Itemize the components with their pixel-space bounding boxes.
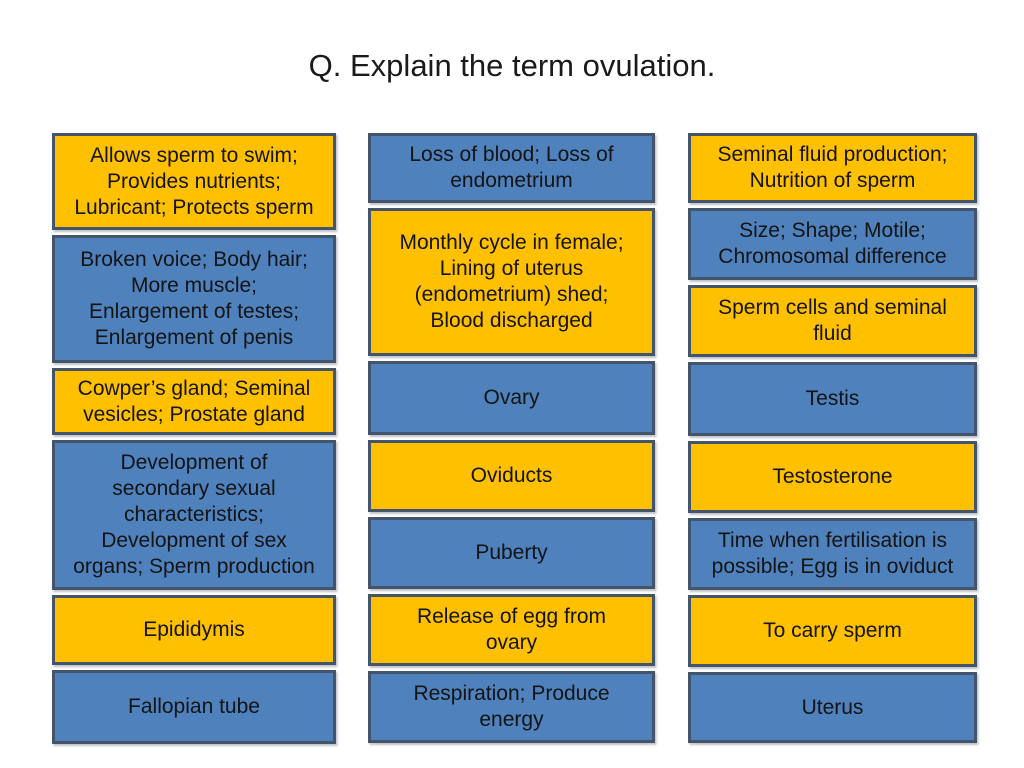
- answer-box: Time when fertilisation is possible; Egg…: [688, 518, 977, 590]
- answer-box: Puberty: [368, 517, 655, 589]
- answer-box: Loss of blood; Loss of endometrium: [368, 133, 655, 203]
- answer-box: Monthly cycle in female; Lining of uteru…: [368, 208, 655, 356]
- answer-box: Testis: [688, 362, 977, 436]
- answer-box: Cowper’s gland; Seminal vesicles; Prosta…: [52, 368, 336, 435]
- answer-box: Size; Shape; Motile; Chromosomal differe…: [688, 208, 977, 280]
- answer-box: Epididymis: [52, 595, 336, 665]
- answer-box: Allows sperm to swim; Provides nutrients…: [52, 133, 336, 230]
- answer-box: Uterus: [688, 672, 977, 743]
- answer-box: Ovary: [368, 361, 655, 435]
- answer-box: Release of egg from ovary: [368, 594, 655, 666]
- answer-column-right: Seminal fluid production; Nutrition of s…: [688, 133, 977, 743]
- answer-box: To carry sperm: [688, 595, 977, 667]
- answer-box: Development of secondary sexual characte…: [52, 440, 336, 590]
- answer-box: Sperm cells and seminal fluid: [688, 285, 977, 357]
- answer-box: Oviducts: [368, 440, 655, 512]
- answer-box: Broken voice; Body hair; More muscle; En…: [52, 235, 336, 363]
- slide-title: Q. Explain the term ovulation.: [308, 48, 716, 83]
- answer-column-left: Allows sperm to swim; Provides nutrients…: [52, 133, 336, 744]
- answer-box: Testosterone: [688, 441, 977, 513]
- answer-column-middle: Loss of blood; Loss of endometrium Month…: [368, 133, 655, 743]
- answer-box: Fallopian tube: [52, 670, 336, 744]
- answer-box: Respiration; Produce energy: [368, 671, 655, 743]
- answer-box: Seminal fluid production; Nutrition of s…: [688, 133, 977, 203]
